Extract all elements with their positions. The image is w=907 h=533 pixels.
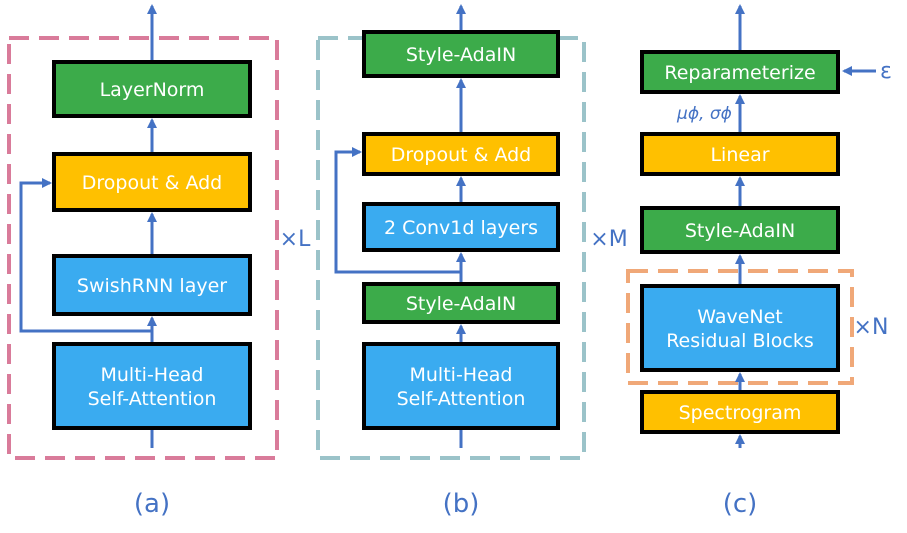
panel-a-block-0-label: LayerNorm	[100, 79, 205, 101]
panel-c-block-3-rect	[640, 284, 840, 372]
panel-a-block-3-label: Multi-Head	[101, 364, 204, 386]
panel-c-block-0-label: Reparameterize	[664, 62, 815, 84]
panel-b-caption: (b)	[443, 489, 480, 519]
panel-c-block-0-rect	[640, 50, 840, 94]
panel-b-block-3-label: Style-AdaIN	[406, 293, 516, 315]
panel-a-block-3-rect	[52, 342, 252, 430]
panel-a-block-1: Dropout & Add	[52, 152, 252, 212]
panel-b-block-3: Style-AdaIN	[362, 282, 560, 324]
panel-a-residual-arrow	[19, 178, 152, 333]
panel-b-block-3-rect	[362, 282, 560, 324]
panel-b-block-1: Dropout & Add	[362, 132, 560, 176]
panel-b-block-1-label: Dropout & Add	[391, 144, 532, 166]
panel-b-block-4-rect	[362, 342, 560, 430]
panel-b-block-0: Style-AdaIN	[362, 30, 560, 78]
panel-c-block-4-label: Spectrogram	[679, 402, 802, 424]
panel-a-caption: (a)	[134, 489, 170, 519]
panel-b-block-4-label: Multi-Head	[410, 364, 513, 386]
panel-a-frame	[7, 36, 279, 460]
panel-a-block-1-label: Dropout & Add	[82, 172, 223, 194]
panel-b-residual-arrow	[334, 147, 461, 274]
panel-c-repeat-label: ×N	[854, 315, 889, 340]
panel-b-repeat-label: ×M	[590, 227, 627, 252]
panel-a-block-2-label: SwishRNN layer	[77, 275, 227, 297]
panel-b-block-0-rect	[362, 30, 560, 78]
panel-a-block-1-rect	[52, 152, 252, 212]
panel-c-frame	[626, 269, 854, 385]
panel-c-block-1-label: Linear	[710, 144, 769, 166]
panel-c-block-3-label: WaveNet	[697, 306, 783, 328]
panel-c-block-0: Reparameterize	[640, 50, 840, 94]
panel-a-block-0: LayerNorm	[52, 60, 252, 118]
panel-c-block-1: Linear	[640, 132, 840, 176]
panel-c-block-1-rect	[640, 132, 840, 176]
panel-a-block-3-label: Self-Attention	[88, 388, 217, 410]
panel-a-block-2: SwishRNN layer	[52, 254, 252, 316]
panel-b-block-1-rect	[362, 132, 560, 176]
panel-c-caption: (c)	[723, 489, 758, 519]
panel-c-block-2-label: Style-AdaIN	[685, 220, 795, 242]
panel-c-block-4: Spectrogram	[640, 390, 840, 434]
panel-b-block-2-rect	[362, 202, 560, 252]
panel-c-block-3-label: Residual Blocks	[666, 330, 814, 352]
panel-c-noise-label: ε	[880, 59, 892, 84]
panel-a-block-0-rect	[52, 60, 252, 118]
panel-a-block-2-rect	[52, 254, 252, 316]
panel-a-repeat-label: ×L	[280, 227, 311, 252]
panel-b-block-2: 2 Conv1d layers	[362, 202, 560, 252]
panel-b-block-2-label: 2 Conv1d layers	[384, 217, 538, 239]
panel-b-block-0-label: Style-AdaIN	[406, 44, 516, 66]
panel-c-block-2: Style-AdaIN	[640, 206, 840, 254]
panel-b-block-4-label: Self-Attention	[397, 388, 526, 410]
panel-c-param-label: μϕ, σϕ	[676, 104, 732, 124]
panel-c-block-4-rect	[640, 390, 840, 434]
panel-c-block-2-rect	[640, 206, 840, 254]
